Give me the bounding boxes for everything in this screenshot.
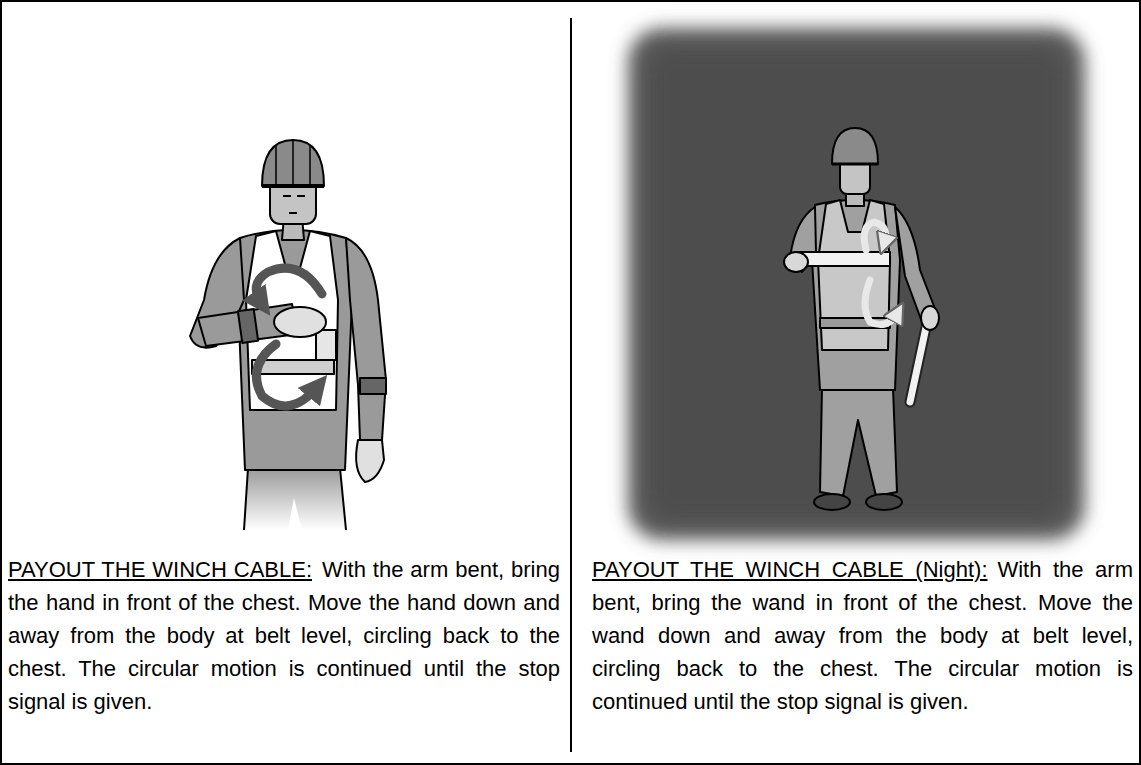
night-signaller [812,200,900,390]
night-signaller [866,494,902,510]
signal-name: PAYOUT THE WINCH CABLE (Night): [592,557,988,582]
divider [570,18,572,752]
night-signaller [795,252,890,266]
day-signaller [262,184,324,188]
night-signaller [921,306,939,330]
motion-arrow [256,268,322,304]
motion-arrow [864,222,898,324]
night-signaller [895,207,937,322]
day-signaller [316,330,336,360]
day-signaller [238,230,352,470]
day-signaller [190,140,386,530]
day-signaller [283,196,305,213]
night-signaller [832,128,878,164]
day-signaller [244,468,346,530]
day-signaller [274,307,326,337]
day-signaller [238,309,258,343]
night-signaller [820,388,897,496]
motion-arrow [864,222,885,250]
night-signaller [832,163,878,166]
motion-arrow [865,280,898,324]
day-signaller [276,140,310,184]
night-background [648,48,1065,520]
day-signaller [360,378,386,394]
day-signaller [356,440,384,482]
night-signaller [784,252,808,272]
day-signaller [346,238,386,440]
signal-name: PAYOUT THE WINCH CABLE: [8,557,312,582]
motion-arrow [256,268,322,406]
day-signaller [244,468,346,530]
signal-caption: PAYOUT THE WINCH CABLE:With the arm bent… [8,553,560,718]
night-signaller [784,128,939,510]
signal-caption: PAYOUT THE WINCH CABLE (Night):With the … [592,553,1133,718]
night-signaller [910,318,928,402]
night-background [628,28,1085,540]
night-signaller [910,318,928,402]
night-signaller [814,494,850,510]
motion-arrow [256,344,318,406]
day-signaller [262,140,324,186]
